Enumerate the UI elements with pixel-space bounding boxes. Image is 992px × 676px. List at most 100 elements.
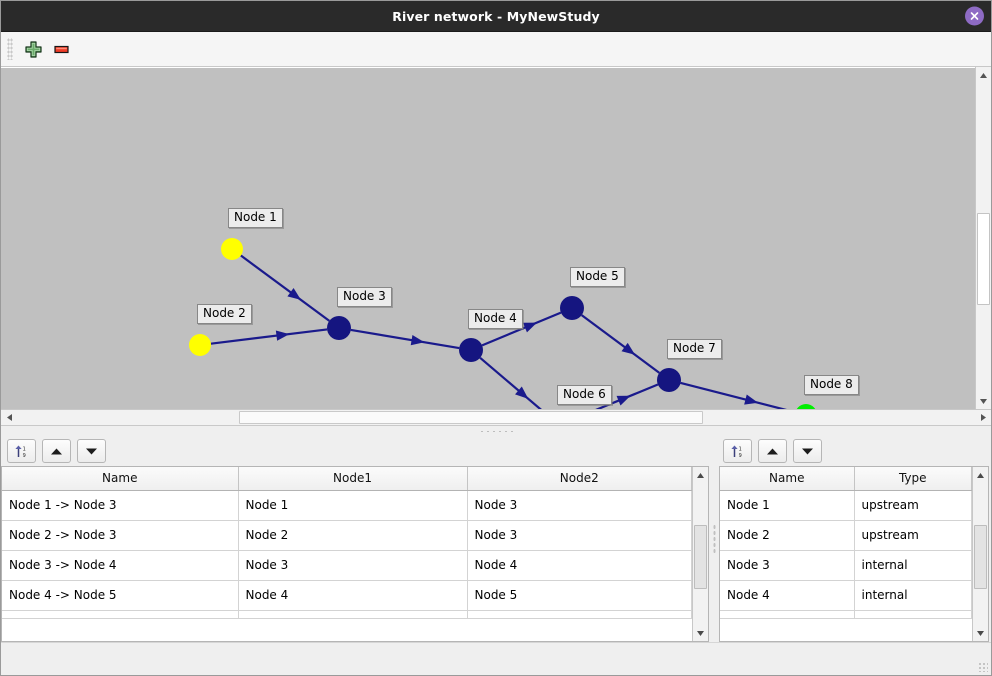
canvas-hscroll-thumb[interactable] xyxy=(239,411,703,424)
table-cell[interactable]: Node 3 xyxy=(467,490,693,521)
table-cell[interactable]: Node 4 xyxy=(238,580,468,611)
graph-node-label[interactable]: Node 8 xyxy=(804,375,859,395)
graph-edge[interactable] xyxy=(570,383,659,409)
nodes-vscroll-track[interactable] xyxy=(973,483,988,625)
graph-edge[interactable] xyxy=(350,328,460,350)
nodes-vertical-scrollbar[interactable] xyxy=(972,467,988,641)
graph-node[interactable] xyxy=(795,404,817,409)
reaches-scroll-up-button[interactable] xyxy=(693,467,708,483)
nodes-sort-button[interactable]: 1 9 xyxy=(723,439,752,463)
reaches-scroll-down-button[interactable] xyxy=(693,625,708,641)
graph-edge[interactable] xyxy=(481,311,562,347)
canvas-vscroll-thumb[interactable] xyxy=(977,213,990,305)
graph-node-label[interactable]: Node 1 xyxy=(228,208,283,228)
vertical-splitter[interactable] xyxy=(711,436,717,642)
column-header[interactable]: Node1 xyxy=(238,467,468,491)
table-cell[interactable] xyxy=(467,610,693,619)
reaches-vscroll-track[interactable] xyxy=(693,483,708,625)
canvas-vscroll-track[interactable] xyxy=(976,83,991,393)
nodes-scroll-up-button[interactable] xyxy=(973,467,988,483)
table-row[interactable] xyxy=(2,610,693,619)
table-cell[interactable]: Node 4 xyxy=(720,580,855,611)
table-cell[interactable]: Node 2 -> Node 3 xyxy=(2,520,239,551)
column-header[interactable]: Name xyxy=(2,467,239,491)
reaches-sort-button[interactable]: 1 9 xyxy=(7,439,36,463)
graph-node-label[interactable]: Node 6 xyxy=(557,385,612,405)
caret-up-icon xyxy=(980,72,987,78)
scroll-down-button[interactable] xyxy=(976,393,991,409)
table-cell[interactable]: Node 1 xyxy=(720,490,855,521)
nodes-move-down-button[interactable] xyxy=(793,439,822,463)
table-cell[interactable]: Node 1 -> Node 3 xyxy=(2,490,239,521)
graph-edge[interactable] xyxy=(479,356,550,409)
table-cell[interactable]: Node 5 xyxy=(467,580,693,611)
reaches-move-up-button[interactable] xyxy=(42,439,71,463)
nodes-vscroll-thumb[interactable] xyxy=(974,525,987,589)
column-header[interactable]: Type xyxy=(854,467,972,491)
graph-node[interactable] xyxy=(189,334,211,356)
graph-node[interactable] xyxy=(221,238,243,260)
add-node-button[interactable] xyxy=(19,35,47,63)
graph-canvas[interactable]: Node 1 Node 2 Node 3 Node 4 Node 5 Node 6 Node… xyxy=(1,67,975,409)
graph-node[interactable] xyxy=(657,368,681,392)
table-cell[interactable]: Node 1 xyxy=(238,490,468,521)
table-cell[interactable] xyxy=(238,610,468,619)
table-cell[interactable]: Node 2 xyxy=(720,520,855,551)
canvas-horizontal-scrollbar[interactable] xyxy=(1,409,991,425)
table-cell[interactable]: Node 3 xyxy=(720,550,855,581)
horizontal-splitter[interactable] xyxy=(1,425,991,436)
table-cell[interactable] xyxy=(2,610,239,619)
close-button[interactable] xyxy=(965,6,984,26)
table-cell[interactable]: Node 4 -> Node 5 xyxy=(2,580,239,611)
delete-node-button[interactable] xyxy=(47,35,75,63)
column-header[interactable]: Name xyxy=(720,467,855,491)
table-cell[interactable]: Node 4 xyxy=(467,550,693,581)
table-cell[interactable]: Node 3 xyxy=(238,550,468,581)
table-cell[interactable]: upstream xyxy=(854,520,972,551)
table-cell[interactable] xyxy=(854,610,972,619)
graph-node[interactable] xyxy=(459,338,483,362)
graph-node-label[interactable]: Node 2 xyxy=(197,304,252,324)
graph-node-label[interactable]: Node 7 xyxy=(667,339,722,359)
graph-node-label[interactable]: Node 5 xyxy=(570,267,625,287)
graph-edge[interactable] xyxy=(580,314,661,374)
column-header[interactable]: Node2 xyxy=(467,467,693,491)
table-cell[interactable] xyxy=(720,610,855,619)
window-resize-grip[interactable] xyxy=(978,662,988,672)
graph-edge[interactable] xyxy=(210,328,328,345)
table-cell[interactable]: internal xyxy=(854,550,972,581)
reaches-move-down-button[interactable] xyxy=(77,439,106,463)
reaches-vscroll-thumb[interactable] xyxy=(694,525,708,589)
toolbar-drag-handle[interactable] xyxy=(7,38,13,60)
reaches-vertical-scrollbar[interactable] xyxy=(692,467,708,641)
canvas-vertical-scrollbar[interactable] xyxy=(975,67,991,409)
scroll-up-button[interactable] xyxy=(976,67,991,83)
graph-node-label[interactable]: Node 3 xyxy=(337,287,392,307)
nodes-scroll-down-button[interactable] xyxy=(973,625,988,641)
table-row[interactable] xyxy=(720,610,972,619)
table-cell[interactable]: Node 3 -> Node 4 xyxy=(2,550,239,581)
nodes-move-up-button[interactable] xyxy=(758,439,787,463)
graph-node-label[interactable]: Node 4 xyxy=(468,309,523,329)
graph-node[interactable] xyxy=(327,316,351,340)
scroll-right-button[interactable] xyxy=(975,410,991,425)
scroll-left-button[interactable] xyxy=(1,410,17,425)
table-cell[interactable]: Node 3 xyxy=(467,520,693,551)
table-cell[interactable]: upstream xyxy=(854,490,972,521)
table-cell[interactable]: Node 2 xyxy=(238,520,468,551)
canvas-hscroll-track[interactable] xyxy=(17,410,975,425)
table-cell[interactable]: internal xyxy=(854,580,972,611)
graph-node[interactable] xyxy=(560,296,584,320)
graph-edge[interactable] xyxy=(680,381,796,409)
graph-edge[interactable] xyxy=(240,254,330,322)
